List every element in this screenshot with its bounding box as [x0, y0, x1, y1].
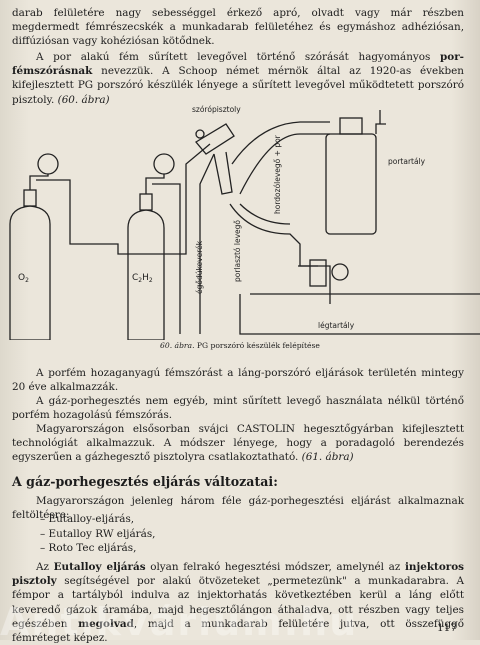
label-powder-tank: portartály [388, 157, 426, 166]
oxygen-cylinder [9, 205, 51, 340]
list-item: – Eutalloy RW eljárás, [40, 527, 156, 540]
text-run: olyan felrakó hegesztési módszer, amelyn… [145, 561, 405, 573]
label-c2h2: C2H2 [132, 273, 153, 284]
label-atomizing-air: porlasztó levegő [233, 220, 242, 282]
bold-term: injektoros pisztoly [12, 561, 465, 588]
caption-text: PG porszóró készülék felépítése [194, 341, 320, 350]
text-run: Az [36, 561, 54, 573]
page-number: 117 [437, 622, 458, 634]
spray-gun [195, 123, 235, 155]
label-spray-gun: szórópisztoly [192, 105, 241, 114]
bold-term: megolvad [78, 617, 134, 630]
paragraph-eutalloy: Az Eutalloy eljárás olyan felrakó hegesz… [12, 560, 464, 645]
text-run: A por alakú fém sűrített levegővel törté… [36, 51, 441, 63]
label-gas-mixture: égődúkeverék [195, 240, 204, 294]
paragraph-gas-powder: A gáz-porhegesztés nem egyéb, mint sűrít… [12, 395, 464, 422]
paragraph-castolin: Magyarországon elsősorban svájci CASTOLI… [12, 422, 464, 465]
paragraph-usage: A porfém hozaganyagú fémszórást a láng-p… [12, 367, 464, 394]
paragraph-intro: darab felületére nagy sebességgel érkező… [12, 7, 464, 48]
figure-reference: (61. ábra) [301, 451, 354, 464]
bold-term: por-fémszórásnak [12, 51, 464, 78]
label-air-reservoir: légtartály [318, 321, 355, 330]
text-run: nevezzük. A Schoop német mérnök által az… [12, 65, 464, 106]
paragraph-variants-intro: Magyarországon jelenleg három féle gáz-p… [12, 495, 464, 522]
label-o2: O2 [18, 273, 29, 284]
label-carrier-air: hordozólevegő + por [273, 134, 282, 214]
bold-term: Eutalloy eljárás [53, 561, 146, 573]
figure-caption: 60. ábra. PG porszóró készülék felépítés… [0, 341, 480, 350]
powder-tank [325, 133, 377, 235]
caption-number: 60. ábra. [160, 341, 195, 350]
list-item: – Eutalloy-eljárás, [40, 513, 135, 525]
text-run: segítségével por alakú ötvözeteket „perm… [12, 575, 464, 630]
section-heading: A gáz-porhegesztés eljárás változatai: [12, 474, 278, 489]
variants-list: – Eutalloy-eljárás, – Eutalloy RW eljárá… [40, 512, 155, 556]
text-run: Magyarországon elsősorban svájci CASTOLI… [12, 423, 464, 464]
list-item: – Roto Tec eljárás, [40, 542, 137, 555]
air-reservoir [239, 293, 480, 335]
paragraph-powder-spraying: A por alakú fém sűrített levegővel törté… [12, 50, 464, 107]
figure-reference: (60. ábra) [57, 93, 110, 106]
watermark: Antikvárium.hu [0, 600, 359, 644]
pg-powder-spray-diagram: szórópisztoly hordozólevegő + por portar… [9, 105, 480, 340]
